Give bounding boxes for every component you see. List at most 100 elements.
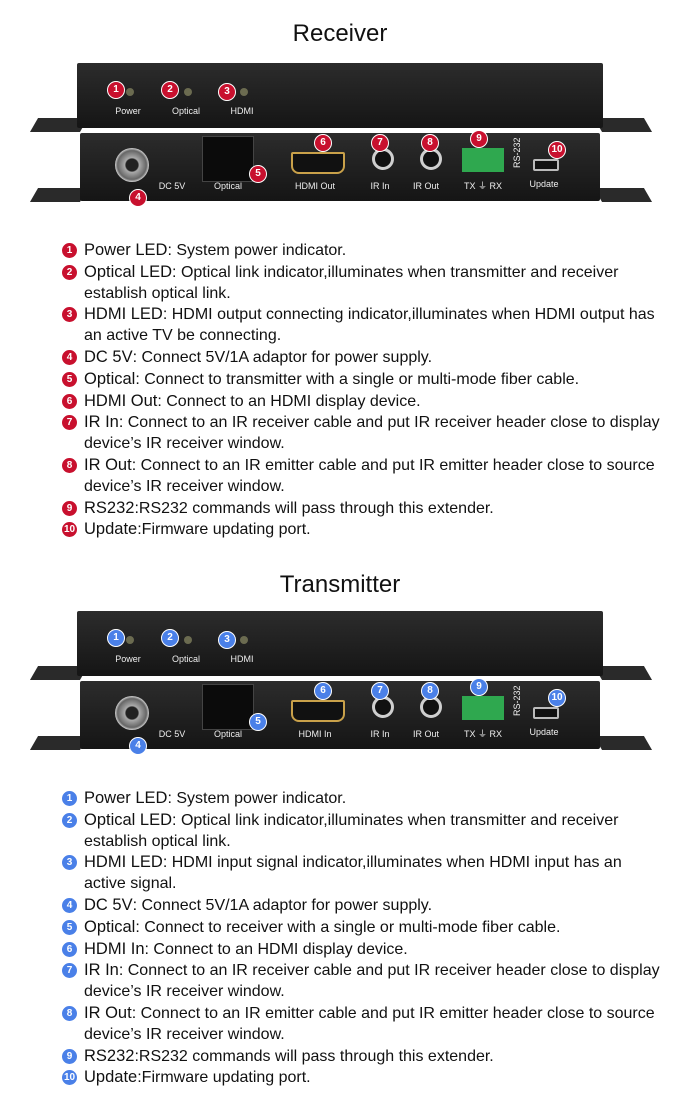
- rs232-vertical-label: RS-232: [512, 685, 522, 716]
- rs232-label: TX ⏚ RX: [463, 729, 503, 739]
- list-item: 4 DC 5V: Connect 5V/1A adaptor for power …: [62, 895, 662, 917]
- hdmi-label: HDMI Out: [294, 181, 336, 191]
- item-description: : Connect to transmitter with a single o…: [135, 370, 580, 388]
- number-badge: 3: [62, 855, 77, 871]
- item-description: : Connect to an IR receiver cable and pu…: [84, 414, 660, 453]
- item-term: DC 5V: [84, 895, 133, 914]
- number-badge: 4: [62, 349, 77, 365]
- number-badge: 4: [62, 897, 77, 913]
- item-description: : Optical link indicator,illuminates whe…: [84, 811, 619, 850]
- callout-badge: 10: [548, 689, 566, 707]
- hdmi-port: [291, 700, 345, 722]
- item-term: Optical: [84, 369, 136, 388]
- mounting-flange: [593, 736, 653, 750]
- callout-badge: 3: [218, 83, 236, 101]
- number-badge: 1: [62, 243, 77, 258]
- item-term: IR In: [84, 413, 119, 432]
- number-badge: 7: [62, 963, 77, 979]
- callout-badge: 6: [314, 682, 332, 700]
- optical-port: [202, 684, 254, 730]
- list-item: 6 HDMI Out: Connect to an HDMI display de…: [62, 391, 662, 413]
- number-badge: 3: [62, 307, 77, 323]
- item-term: RS232: [84, 498, 135, 517]
- item-description: : Optical link indicator,illuminates whe…: [84, 263, 619, 302]
- led-label: HDMI: [230, 106, 254, 116]
- number-badge: 8: [62, 1005, 77, 1021]
- item-description: : System power indicator.: [167, 242, 347, 259]
- number-badge: 1: [62, 791, 77, 806]
- number-badge: 5: [62, 371, 77, 387]
- item-term: HDMI Out: [84, 391, 158, 410]
- receiver-title: Receiver: [292, 20, 388, 47]
- number-badge: 10: [62, 1070, 77, 1086]
- number-badge: 6: [62, 393, 77, 409]
- led-label: Optical: [171, 654, 201, 664]
- update-label: Update: [529, 179, 559, 189]
- item-description: : System power indicator.: [167, 790, 347, 807]
- dc-jack: [115, 148, 149, 182]
- item-term: Optical: [84, 917, 136, 936]
- callout-badge: 6: [314, 134, 332, 152]
- led-indicator: [126, 636, 134, 644]
- transmitter-title: Transmitter: [279, 571, 401, 598]
- list-item: 5 Optical: Connect to transmitter with a …: [62, 369, 662, 391]
- led-indicator: [126, 88, 134, 96]
- number-badge: 6: [62, 941, 77, 957]
- hdmi-label: HDMI In: [298, 729, 332, 739]
- item-description: : HDMI input signal indicator,illuminate…: [84, 854, 622, 893]
- ir-in-label: IR In: [370, 181, 390, 191]
- mounting-flange: [593, 188, 653, 202]
- item-term: Optical LED: [84, 810, 173, 829]
- item-description: : Connect to an HDMI display device.: [157, 392, 421, 410]
- list-item: 7 IR In: Connect to an IR receiver cable …: [62, 960, 662, 1003]
- dc-label: DC 5V: [158, 729, 186, 739]
- led-label: Power: [115, 654, 141, 664]
- number-badge: 8: [62, 457, 77, 473]
- item-description: :Firmware updating port.: [137, 1069, 311, 1087]
- item-description: : Connect to an IR emitter cable and put…: [84, 1004, 655, 1043]
- led-indicator: [184, 636, 192, 644]
- callout-badge: 9: [470, 130, 488, 148]
- ir-out-label: IR Out: [412, 181, 440, 191]
- item-term: IR Out: [84, 455, 132, 474]
- item-description: : Connect to an IR emitter cable and put…: [84, 456, 655, 495]
- item-term: Optical LED: [84, 262, 173, 281]
- item-term: HDMI LED: [84, 305, 163, 324]
- callout-badge: 7: [371, 134, 389, 152]
- list-item: 8 IR Out: Connect to an IR emitter cable …: [62, 455, 662, 498]
- rs232-terminal: [462, 696, 504, 720]
- item-term: RS232: [84, 1046, 135, 1065]
- item-description: :RS232 commands will pass through this e…: [134, 499, 494, 517]
- number-badge: 9: [62, 500, 77, 516]
- item-description: : Connect 5V/1A adaptor for power supply…: [132, 348, 433, 366]
- led-indicator: [240, 88, 248, 96]
- callout-badge: 7: [371, 682, 389, 700]
- number-badge: 9: [62, 1048, 77, 1064]
- item-description: : Connect to an HDMI display device.: [144, 940, 408, 958]
- callout-badge: 8: [421, 134, 439, 152]
- item-description: : Connect to an IR receiver cable and pu…: [84, 962, 660, 1001]
- item-description: :RS232 commands will pass through this e…: [134, 1047, 494, 1065]
- callout-badge: 9: [470, 678, 488, 696]
- item-description: :Firmware updating port.: [137, 521, 311, 539]
- ir-in-label: IR In: [370, 729, 390, 739]
- item-term: IR In: [84, 961, 119, 980]
- number-badge: 10: [62, 522, 77, 538]
- callout-badge: 5: [249, 165, 267, 183]
- item-description: : Connect 5V/1A adaptor for power supply…: [132, 896, 433, 914]
- callout-badge: 2: [161, 629, 179, 647]
- dc-jack: [115, 696, 149, 730]
